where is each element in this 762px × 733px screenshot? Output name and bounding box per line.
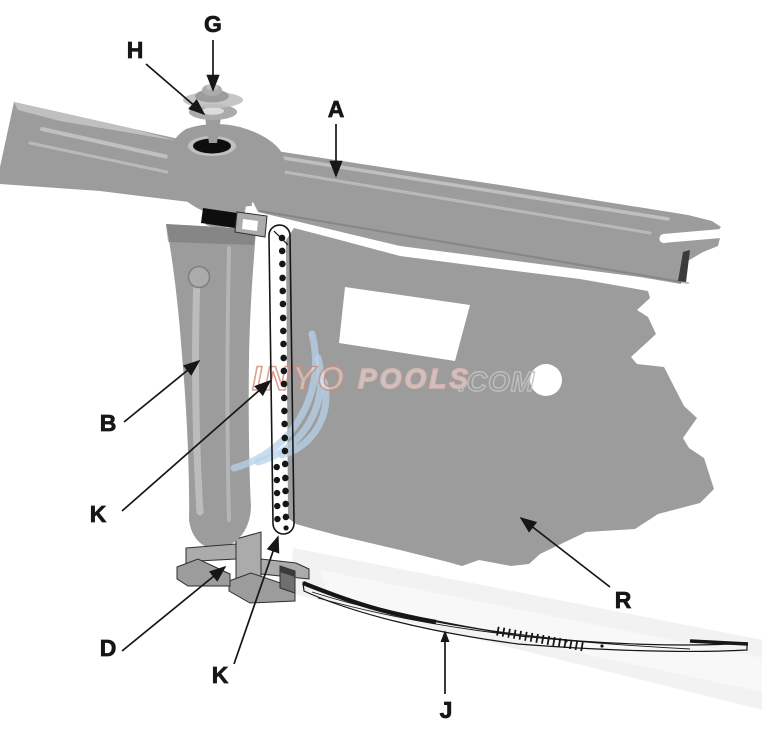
label-j: J xyxy=(440,697,453,723)
leader-h xyxy=(145,63,206,116)
leader-lines xyxy=(121,40,611,694)
leader-d xyxy=(121,565,227,652)
label-h: H xyxy=(127,37,144,63)
skimmer-cutout xyxy=(339,287,470,361)
label-a: A xyxy=(328,96,345,122)
joint-bolt-hole xyxy=(193,138,231,154)
post-hole-detail xyxy=(187,265,211,289)
rivet-strip xyxy=(268,224,295,535)
watermark: INYO POOLS .COM xyxy=(230,330,535,472)
plate-right-foot xyxy=(228,572,296,604)
watermark-inyo: INYO xyxy=(252,360,347,398)
leader-k-upper xyxy=(121,379,272,512)
watermark-com: .COM xyxy=(458,366,535,397)
label-b: B xyxy=(100,410,117,436)
watermark-pools: POOLS xyxy=(358,363,471,394)
bottom-rail xyxy=(302,581,749,652)
top-cap-joint xyxy=(167,123,286,238)
rail-end-facet xyxy=(678,250,690,282)
rail-end-slot xyxy=(663,229,721,243)
callout-labels: G H A B K D K J R xyxy=(89,11,632,724)
backdrop-band xyxy=(290,548,762,710)
label-d: D xyxy=(100,635,117,661)
plate-left-foot xyxy=(176,558,231,587)
leader-b xyxy=(123,359,201,423)
bottom-plate-front xyxy=(176,543,237,587)
wall-panel xyxy=(286,228,714,566)
return-hole xyxy=(530,364,562,396)
label-r: R xyxy=(615,587,632,613)
leader-r xyxy=(519,516,611,588)
label-k-lower: K xyxy=(212,662,229,688)
bottom-plate xyxy=(228,531,310,604)
washer-stem xyxy=(205,117,221,143)
leader-k-lower xyxy=(233,535,280,665)
label-k-upper: K xyxy=(90,501,107,527)
rivet-dots xyxy=(273,234,290,531)
joint-slot xyxy=(201,208,237,228)
upright-post xyxy=(166,224,256,549)
coupler-block xyxy=(279,565,296,594)
label-g: G xyxy=(204,11,222,37)
top-rail xyxy=(243,146,721,284)
